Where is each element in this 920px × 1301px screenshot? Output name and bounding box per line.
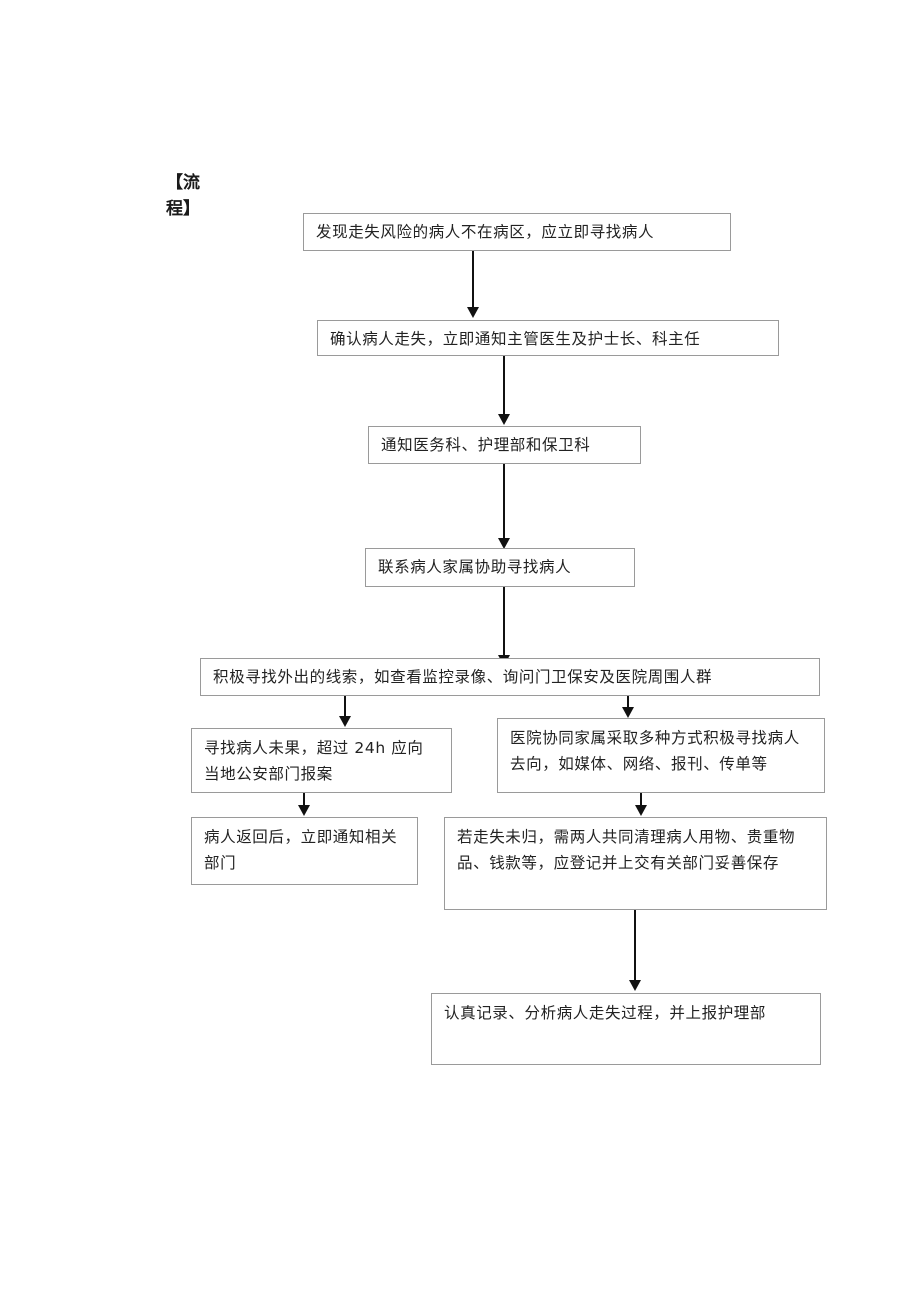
flow-node-5-label: 积极寻找外出的线索，如查看监控录像、询问门卫保安及医院周围人群 bbox=[213, 668, 713, 686]
arrowhead-9-10 bbox=[629, 980, 641, 991]
flow-node-8[interactable]: 病人返回后，立即通知相关部门 bbox=[191, 817, 418, 885]
connector-2-3 bbox=[503, 356, 505, 416]
flow-node-3[interactable]: 通知医务科、护理部和保卫科 bbox=[368, 426, 641, 464]
arrowhead-3-4 bbox=[498, 538, 510, 549]
flow-node-9-label: 若走失未归，需两人共同清理病人用物、贵重物品、钱款等，应登记并上交有关部门妥善保… bbox=[457, 828, 796, 872]
connector-6-8 bbox=[303, 793, 305, 807]
flow-node-10[interactable]: 认真记录、分析病人走失过程，并上报护理部 bbox=[431, 993, 821, 1065]
page-title: 【流程】 bbox=[166, 173, 200, 219]
connector-5-6 bbox=[344, 696, 346, 718]
flow-node-1-label: 发现走失风险的病人不在病区，应立即寻找病人 bbox=[316, 223, 655, 241]
flow-node-6[interactable]: 寻找病人未果，超过 24h 应向当地公安部门报案 bbox=[191, 728, 452, 793]
flow-node-4[interactable]: 联系病人家属协助寻找病人 bbox=[365, 548, 635, 587]
flow-node-2[interactable]: 确认病人走失，立即通知主管医生及护士长、科主任 bbox=[317, 320, 779, 356]
arrowhead-2-3 bbox=[498, 414, 510, 425]
arrowhead-5-6 bbox=[339, 716, 351, 727]
connector-9-10 bbox=[634, 910, 636, 982]
arrowhead-7-9 bbox=[635, 805, 647, 816]
flow-node-5[interactable]: 积极寻找外出的线索，如查看监控录像、询问门卫保安及医院周围人群 bbox=[200, 658, 820, 696]
flow-node-6-label: 寻找病人未果，超过 24h 应向当地公安部门报案 bbox=[204, 739, 424, 783]
connector-7-9 bbox=[640, 793, 642, 807]
flow-node-7-label: 医院协同家属采取多种方式积极寻找病人去向，如媒体、网络、报刊、传单等 bbox=[510, 729, 800, 773]
flow-node-3-label: 通知医务科、护理部和保卫科 bbox=[381, 436, 591, 454]
flow-node-7[interactable]: 医院协同家属采取多种方式积极寻找病人去向，如媒体、网络、报刊、传单等 bbox=[497, 718, 825, 793]
flow-node-10-label: 认真记录、分析病人走失过程，并上报护理部 bbox=[444, 1004, 767, 1022]
flow-node-1[interactable]: 发现走失风险的病人不在病区，应立即寻找病人 bbox=[303, 213, 731, 251]
arrowhead-6-8 bbox=[298, 805, 310, 816]
arrowhead-5-7 bbox=[622, 707, 634, 718]
connector-1-2 bbox=[472, 251, 474, 309]
flow-node-8-label: 病人返回后，立即通知相关部门 bbox=[204, 828, 398, 872]
flow-node-9[interactable]: 若走失未归，需两人共同清理病人用物、贵重物品、钱款等，应登记并上交有关部门妥善保… bbox=[444, 817, 827, 910]
flow-node-4-label: 联系病人家属协助寻找病人 bbox=[378, 558, 572, 576]
connector-4-5 bbox=[503, 587, 505, 657]
arrowhead-1-2 bbox=[467, 307, 479, 318]
connector-3-4 bbox=[503, 464, 505, 540]
flow-node-2-label: 确认病人走失，立即通知主管医生及护士长、科主任 bbox=[330, 330, 701, 348]
connector-5-7 bbox=[627, 696, 629, 709]
